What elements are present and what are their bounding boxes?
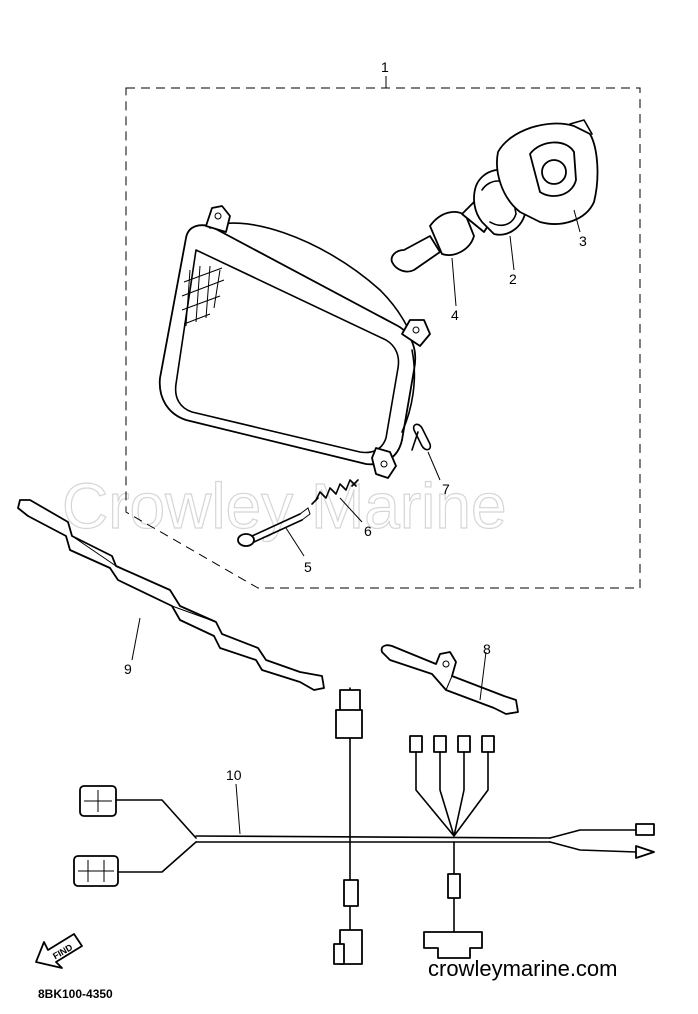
- callout-5: 5: [304, 559, 312, 575]
- callout-4: 4: [451, 307, 459, 323]
- small-bracket: [380, 644, 519, 715]
- leader-line-10: [235, 783, 241, 835]
- callout-8: 8: [483, 641, 491, 657]
- watermark-text: Crowley Marine: [62, 470, 507, 542]
- adjusting-spring: [311, 479, 363, 523]
- adjusting-screw: [237, 507, 311, 557]
- find-badge: FIND: [35, 933, 83, 969]
- drawing-code: 8BK100-4350: [38, 987, 113, 1001]
- headlight-bracket: [17, 499, 325, 691]
- callout-2: 2: [509, 271, 517, 287]
- leader-line-4: [451, 257, 457, 307]
- leader-line-3: [573, 209, 581, 233]
- leader-line-8: [479, 651, 487, 701]
- callout-1: 1: [381, 59, 389, 75]
- headlight-unit: [158, 205, 431, 479]
- leader-line-7: [427, 451, 441, 481]
- wire-harness: [73, 687, 655, 965]
- rubber-cover: [496, 119, 599, 233]
- callout-9: 9: [124, 661, 132, 677]
- leader-line-9: [131, 617, 141, 661]
- leader-line-6: [339, 497, 363, 523]
- callout-7: 7: [442, 481, 450, 497]
- callout-3: 3: [579, 233, 587, 249]
- leader-line-5: [285, 527, 305, 557]
- assembly-boundary: [125, 87, 641, 589]
- callout-10: 10: [226, 767, 242, 783]
- leader-line-2: [509, 235, 515, 271]
- website-text: crowleymarine.com: [428, 956, 618, 981]
- callout-6: 6: [364, 523, 372, 539]
- retaining-clip: [411, 423, 441, 481]
